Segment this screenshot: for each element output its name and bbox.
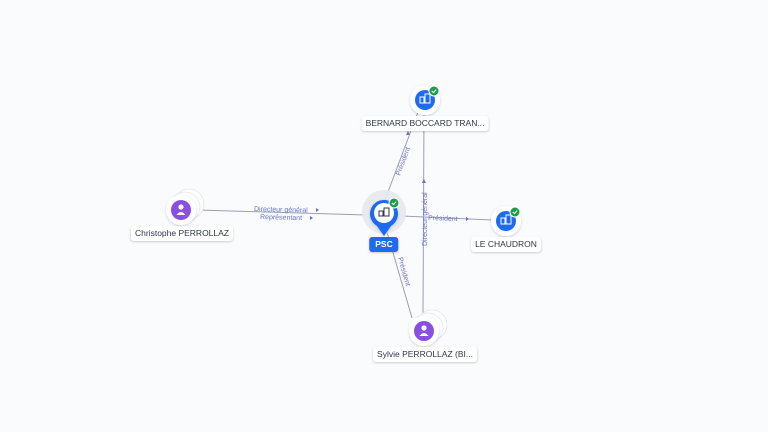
node-label-bernard-boccard[interactable]: BERNARD BOCCARD TRAN... [361, 116, 489, 131]
node-le-chaudron[interactable] [491, 206, 521, 236]
node-psc[interactable] [362, 190, 406, 236]
svg-text:Président: Président [395, 146, 412, 176]
edge-sylvie-bernard [422, 113, 425, 317]
svg-text:Président: Président [428, 215, 458, 223]
node-label-sylvie-perrollaz[interactable]: Sylvie PERROLLAZ (BI... [373, 347, 477, 362]
building-icon [500, 214, 512, 225]
edge-label-christophe-rep: Représentant [260, 214, 313, 222]
edge-label-psc-chaudron: Président [428, 215, 469, 223]
verified-icon [428, 85, 440, 97]
node-label-le-chaudron[interactable]: LE CHAUDRON [471, 237, 541, 252]
person-icon [419, 325, 429, 336]
building-icon [378, 207, 390, 217]
person-icon [176, 204, 186, 215]
edge-psc-chaudron [401, 215, 493, 221]
node-bernard-boccard[interactable] [410, 85, 440, 115]
svg-text:Représentant: Représentant [260, 214, 302, 222]
edge-christophe-psc [197, 209, 367, 216]
svg-text:Directeur général: Directeur général [254, 206, 308, 214]
node-label-christophe-perrollaz[interactable]: Christophe PERROLLAZ [130, 226, 234, 241]
svg-text:Directeur général: Directeur général [422, 192, 429, 246]
node-label-psc[interactable]: PSC [369, 237, 399, 252]
node-christophe-perrollaz[interactable] [166, 188, 205, 225]
edge-label-sylvie-bernard: Directeur général [422, 179, 429, 246]
edge-label-psc-bernard: Président [395, 131, 412, 177]
verified-icon [388, 197, 400, 209]
node-sylvie-perrollaz[interactable] [409, 309, 448, 346]
building-icon [419, 93, 431, 104]
edge-label-christophe-dg: Directeur général [254, 206, 319, 214]
verified-icon [509, 206, 521, 218]
